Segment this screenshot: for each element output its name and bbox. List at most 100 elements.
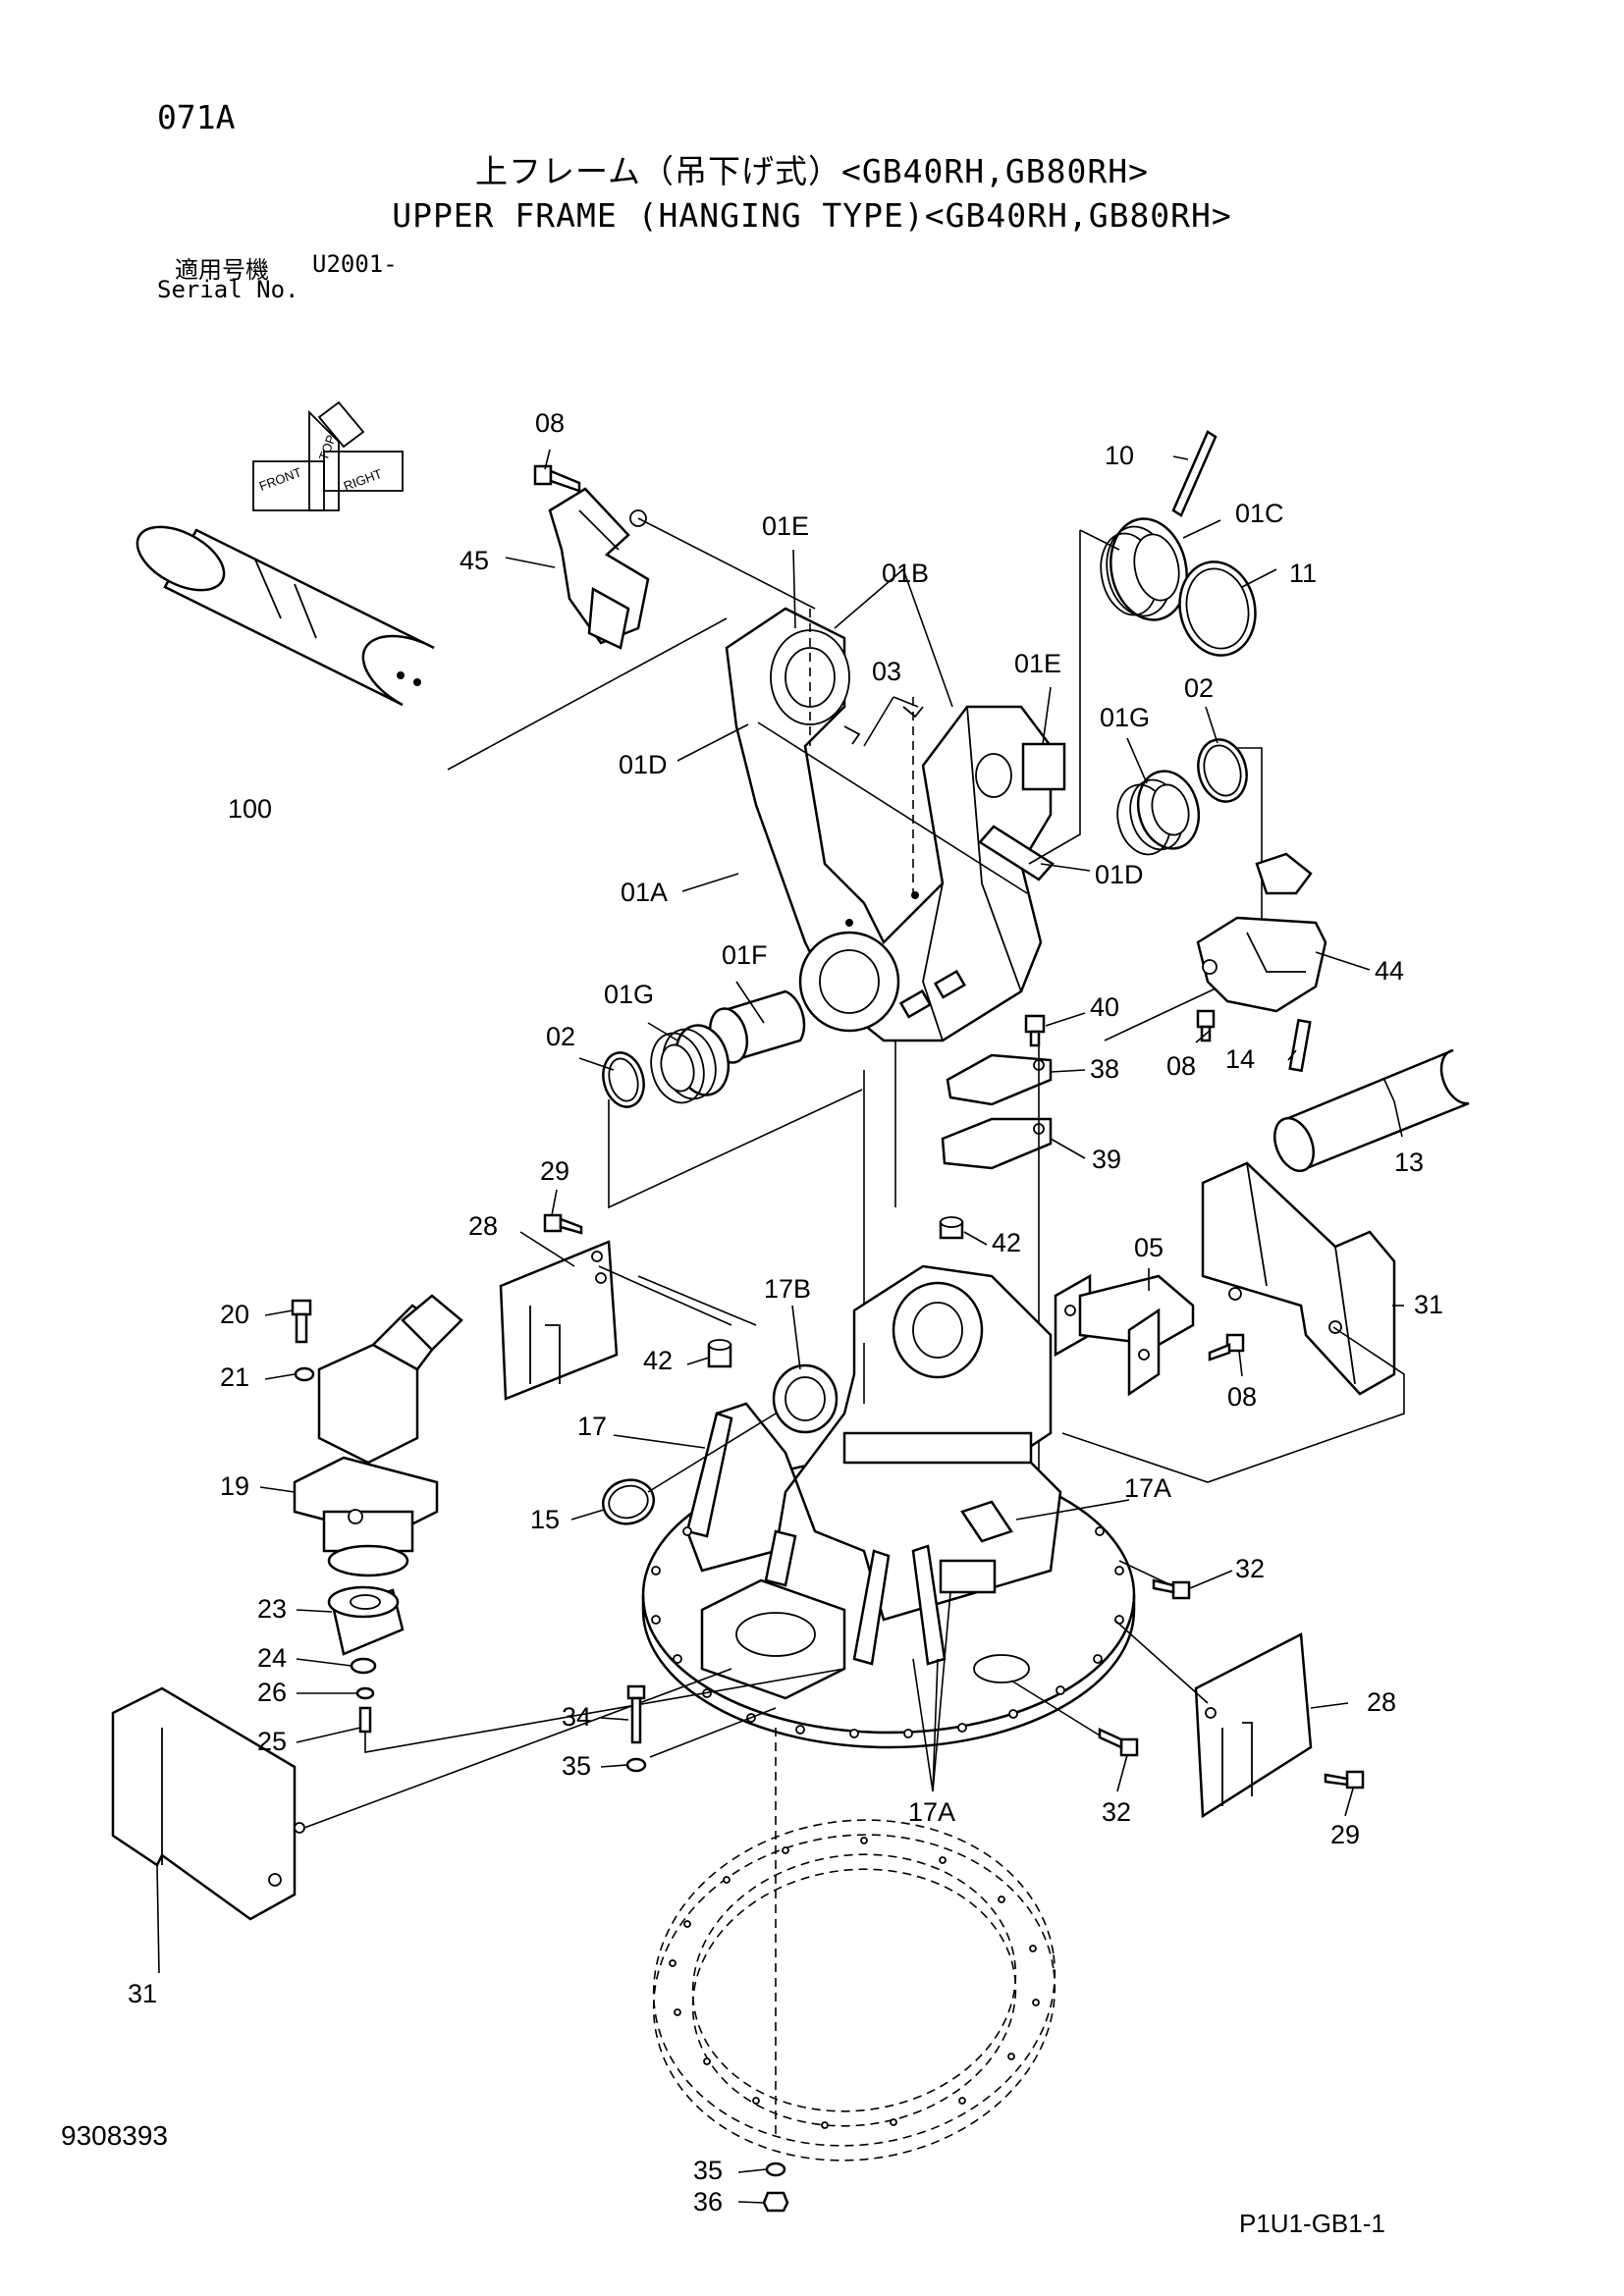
document-number: 9308393 — [61, 2120, 169, 2151]
part-label: 31 — [128, 1979, 157, 2008]
pin-100 — [135, 525, 435, 707]
title-japanese: 上フレーム（吊下げ式）<GB40RH,GB80RH> — [474, 152, 1150, 190]
part-label: 11 — [1289, 559, 1317, 588]
part-label: 26 — [257, 1678, 287, 1707]
part-label: 23 — [257, 1594, 287, 1624]
part-label: 39 — [1092, 1145, 1121, 1174]
part-label: 19 — [220, 1471, 249, 1501]
cover-31-left — [111, 1686, 305, 1921]
part-label: 17A — [908, 1797, 955, 1827]
bolt-08-mid — [1196, 1009, 1216, 1042]
ring-11 — [1178, 561, 1257, 657]
ring-02-right — [1197, 738, 1248, 803]
bolt-32-top — [1152, 1578, 1191, 1600]
part-label: 13 — [1394, 1148, 1424, 1177]
assembly-line — [608, 1089, 863, 1209]
assembly-line — [303, 1668, 732, 1829]
assembly-line — [1113, 1619, 1209, 1704]
bolt-32-low — [1098, 1728, 1139, 1757]
bushing-42 — [707, 1339, 732, 1368]
washer-24 — [350, 1657, 377, 1675]
part-label: 28 — [468, 1211, 498, 1241]
part-label: 35 — [562, 1751, 591, 1781]
pin-05 — [1054, 1273, 1195, 1397]
part-label: 08 — [1166, 1051, 1196, 1081]
seal-01c — [1100, 517, 1188, 621]
part-label: 17 — [577, 1412, 607, 1441]
assembly-line — [649, 1707, 777, 1758]
assembly-line — [637, 517, 816, 610]
pin-14 — [1288, 1018, 1312, 1073]
screw-03 — [843, 725, 861, 745]
part-label: 31 — [1414, 1290, 1443, 1319]
part-label: 14 — [1225, 1044, 1255, 1074]
reference-code: P1U1-GB1-1 — [1239, 2209, 1385, 2238]
part-label: 28 — [1367, 1687, 1396, 1717]
bushing-01g-left — [650, 1024, 731, 1104]
plate-38 — [946, 1053, 1053, 1106]
cover-31-right — [1201, 1161, 1396, 1396]
plate-28-right — [1194, 1632, 1313, 1819]
part-label: 01D — [1095, 860, 1144, 889]
washer-35-mid — [625, 1757, 647, 1773]
orientation-label: TOP — [316, 433, 339, 462]
bushing-01f — [708, 989, 806, 1064]
orientation-glyph: FRONT TOP RIGHT — [252, 400, 404, 511]
assembly-line — [647, 1413, 777, 1493]
part-label: 08 — [535, 408, 565, 438]
pin-10 — [1171, 430, 1218, 517]
part-label: 35 — [693, 2156, 723, 2185]
arm-01a — [725, 607, 1053, 1042]
assembly-line — [364, 1668, 845, 1753]
title-english: UPPER FRAME (HANGING TYPE)<GB40RH,GB80RH… — [392, 196, 1232, 235]
serial-label-japanese: 適用号機 — [175, 256, 269, 284]
part-label: 15 — [530, 1505, 560, 1534]
leader-lines — [156, 449, 1404, 2204]
assembly-line — [757, 721, 1028, 894]
part-label: 38 — [1090, 1054, 1119, 1084]
bearing-23 — [327, 1585, 405, 1656]
part-label: 29 — [1330, 1820, 1360, 1849]
screw-03 — [902, 706, 924, 719]
washer-35-low — [765, 2162, 786, 2177]
part-label: 20 — [220, 1300, 249, 1329]
plate-01d — [978, 825, 1055, 881]
pin-13 — [1273, 1048, 1470, 1173]
part-label: 32 — [1102, 1797, 1131, 1827]
part-label: 03 — [872, 657, 901, 686]
motor-19 — [293, 1294, 463, 1577]
part-label: 01D — [619, 750, 668, 779]
bolt-08-low — [1208, 1333, 1245, 1362]
part-label: 01G — [1100, 703, 1150, 732]
assembly-line — [598, 1265, 732, 1326]
bolt-20 — [291, 1299, 312, 1344]
washer-26 — [355, 1686, 375, 1700]
part-label: 05 — [1134, 1233, 1164, 1262]
serial-value: U2001- — [312, 250, 398, 278]
bracket-44 — [1196, 852, 1327, 1013]
bushing-01g-right — [1116, 770, 1201, 856]
part-label: 42 — [643, 1346, 673, 1375]
assembly-line — [637, 1275, 757, 1326]
assembly-line — [1061, 1326, 1405, 1483]
washer-21 — [294, 1366, 315, 1382]
bolt-34 — [626, 1684, 646, 1744]
part-label: 01E — [1014, 649, 1061, 678]
part-label: 44 — [1375, 956, 1404, 986]
bolt-29-low — [1324, 1770, 1365, 1789]
nut-36 — [762, 2191, 789, 2213]
part-label: 42 — [992, 1228, 1021, 1257]
bracket-45 — [548, 487, 650, 650]
part-label: 24 — [257, 1643, 287, 1673]
part-label: 29 — [540, 1156, 569, 1186]
block-01e — [1021, 742, 1066, 791]
part-labels: 08 10 01C 45 01E 01B 11 03 01E 01G 02 10… — [128, 408, 1443, 2216]
assembly-line — [1104, 747, 1263, 1041]
part-label: 02 — [1184, 673, 1214, 703]
plate-28-left — [499, 1240, 619, 1401]
part-label: 02 — [546, 1022, 575, 1051]
part-label: 40 — [1090, 992, 1119, 1022]
part-label: 01C — [1235, 499, 1284, 528]
bushing-42-top — [939, 1216, 964, 1240]
part-label: 34 — [562, 1702, 591, 1732]
